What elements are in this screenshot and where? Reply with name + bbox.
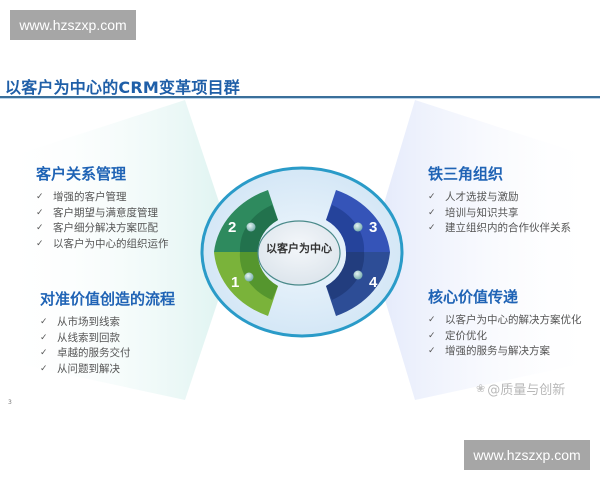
segment-3 (326, 190, 390, 252)
list-item: ✓建立组织内的合作伙伴关系 (428, 221, 571, 237)
segment-number-3: 3 (369, 219, 377, 236)
list-item: ✓培训与知识共享 (428, 206, 571, 222)
section-core-value: 核心价值传递 ✓以客户为中心的解决方案优化 ✓定价优化 ✓增强的服务与解决方案 (428, 286, 582, 360)
list-item: ✓增强的服务与解决方案 (428, 344, 582, 360)
watermark-bottom: www.hzszxp.com (464, 440, 590, 470)
check-icon: ✓ (36, 238, 44, 249)
center-label: 以客户为中心 (266, 242, 332, 255)
list-item: ✓人才选拔与激励 (428, 190, 571, 206)
bead-2 (246, 222, 256, 232)
segment-4 (326, 252, 390, 316)
check-icon: ✓ (428, 192, 436, 202)
page-number: 3 (8, 399, 12, 406)
list-item: ✓卓越的服务交付 (40, 346, 175, 362)
list-item: ✓从问题到解决 (40, 362, 175, 378)
segment-number-2: 2 (228, 219, 236, 236)
bead-1 (244, 272, 254, 282)
paw-icon: ❀ (476, 382, 486, 395)
watermark-top: www.hzszxp.com (10, 10, 136, 40)
bead-4 (353, 270, 363, 280)
list-item: ✓客户细分解决方案匹配 (36, 221, 169, 237)
bead-3 (353, 222, 363, 232)
credit-text: @质量与创新 (487, 383, 566, 398)
list-item: ✓从市场到线索 (40, 315, 175, 331)
check-icon: ✓ (36, 223, 44, 233)
list-item: ✓以客户为中心的解决方案优化 (428, 313, 582, 329)
section-customer-relationship: 客户关系管理 ✓增强的客户管理 ✓客户期望与满意度管理 ✓客户细分解决方案匹配 … (36, 163, 169, 252)
check-icon: ✓ (36, 207, 44, 218)
section-heading: 核心价值传递 (428, 288, 519, 306)
section-iron-triangle: 铁三角组织 ✓人才选拔与激励 ✓培训与知识共享 ✓建立组织内的合作伙伴关系 (428, 163, 571, 237)
background-beams (0, 100, 600, 400)
source-credit: ❀ @质量与创新 (476, 379, 565, 398)
segment-2 (214, 190, 278, 252)
check-icon: ✓ (428, 207, 436, 218)
section-value-process: 对准价值创造的流程 ✓从市场到线索 ✓从线索到回款 ✓卓越的服务交付 ✓从问题到… (40, 288, 175, 377)
list-item: ✓客户期望与满意度管理 (36, 206, 169, 222)
check-icon: ✓ (428, 223, 436, 233)
check-icon: ✓ (40, 317, 48, 327)
check-icon: ✓ (40, 363, 48, 374)
page-title: 以客户为中心的CRM变革项目群 (5, 78, 240, 97)
segment-number-1: 1 (231, 274, 239, 291)
list-item: ✓定价优化 (428, 329, 582, 345)
title-divider (0, 96, 600, 98)
check-icon: ✓ (36, 192, 44, 202)
segment-number-4: 4 (369, 274, 378, 291)
list-item: ✓以客户为中心的组织运作 (36, 237, 169, 253)
check-icon: ✓ (40, 332, 48, 343)
check-icon: ✓ (40, 348, 48, 358)
list-item: ✓增强的客户管理 (36, 190, 169, 206)
section-heading: 对准价值创造的流程 (40, 290, 176, 308)
center-ellipse (257, 220, 341, 286)
segment-1 (214, 252, 278, 316)
check-icon: ✓ (428, 346, 436, 356)
check-icon: ✓ (428, 315, 436, 325)
list-item: ✓从线索到回款 (40, 331, 175, 347)
section-heading: 铁三角组织 (428, 165, 504, 183)
section-heading: 客户关系管理 (36, 165, 127, 183)
check-icon: ✓ (428, 330, 436, 341)
